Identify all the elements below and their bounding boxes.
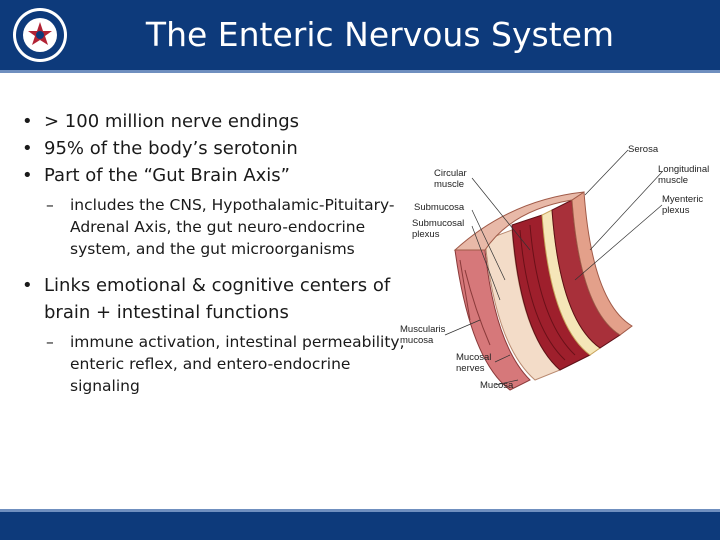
bullet-text: 95% of the body’s serotonin bbox=[44, 138, 298, 159]
bullet-item: • > 100 million nerve endings bbox=[22, 108, 422, 135]
label-submucosal-plexus: Submucosal plexus bbox=[412, 218, 465, 240]
label-mucosal-nerves: Mucosal nerves bbox=[456, 352, 492, 374]
sub-bullet-text: immune activation, intestinal permeabili… bbox=[70, 333, 405, 395]
bullet-text: Links emotional & cognitive centers of b… bbox=[44, 275, 391, 323]
bullet-dot: • bbox=[22, 138, 33, 159]
bullet-list: • > 100 million nerve endings • 95% of t… bbox=[22, 108, 422, 397]
label-longitudinal-muscle: Longitudinal muscle bbox=[658, 164, 710, 186]
intestine-cross-section-diagram: Serosa Longitudinal muscle Myenteric ple… bbox=[400, 130, 720, 420]
header-stripe bbox=[0, 70, 720, 73]
bullet-item: • Part of the “Gut Brain Axis” bbox=[22, 162, 422, 189]
bullet-text: Part of the “Gut Brain Axis” bbox=[44, 165, 290, 186]
footer-stripe bbox=[0, 509, 720, 512]
label-serosa: Serosa bbox=[628, 144, 659, 155]
bullet-text: > 100 million nerve endings bbox=[44, 111, 300, 132]
footer-bar bbox=[0, 512, 720, 540]
label-mucosa: Mucosa bbox=[480, 380, 514, 391]
slide-title: The Enteric Nervous System bbox=[145, 15, 615, 54]
va-seal-icon bbox=[13, 8, 67, 62]
sub-bullet-dash: – bbox=[46, 333, 54, 351]
label-muscularis-mucosa: Muscularis mucosa bbox=[400, 324, 446, 346]
bullet-item: • 95% of the body’s serotonin bbox=[22, 135, 422, 162]
sub-bullet-item: – immune activation, intestinal permeabi… bbox=[22, 331, 422, 397]
sub-bullet-text: includes the CNS, Hypothalamic-Pituitary… bbox=[70, 196, 395, 258]
bullet-dot: • bbox=[22, 165, 33, 186]
label-circular-muscle: Circular muscle bbox=[434, 168, 467, 190]
intestine-illustration bbox=[444, 149, 663, 391]
bullet-item: • Links emotional & cognitive centers of… bbox=[22, 272, 422, 326]
header-bar bbox=[0, 0, 720, 70]
bullet-dot: • bbox=[22, 275, 33, 296]
label-submucosa: Submucosa bbox=[414, 202, 465, 213]
sub-bullet-item: – includes the CNS, Hypothalamic-Pituita… bbox=[22, 194, 422, 260]
sub-bullet-dash: – bbox=[46, 196, 54, 214]
label-myenteric-plexus: Myenteric plexus bbox=[662, 194, 704, 216]
bullet-dot: • bbox=[22, 111, 33, 132]
